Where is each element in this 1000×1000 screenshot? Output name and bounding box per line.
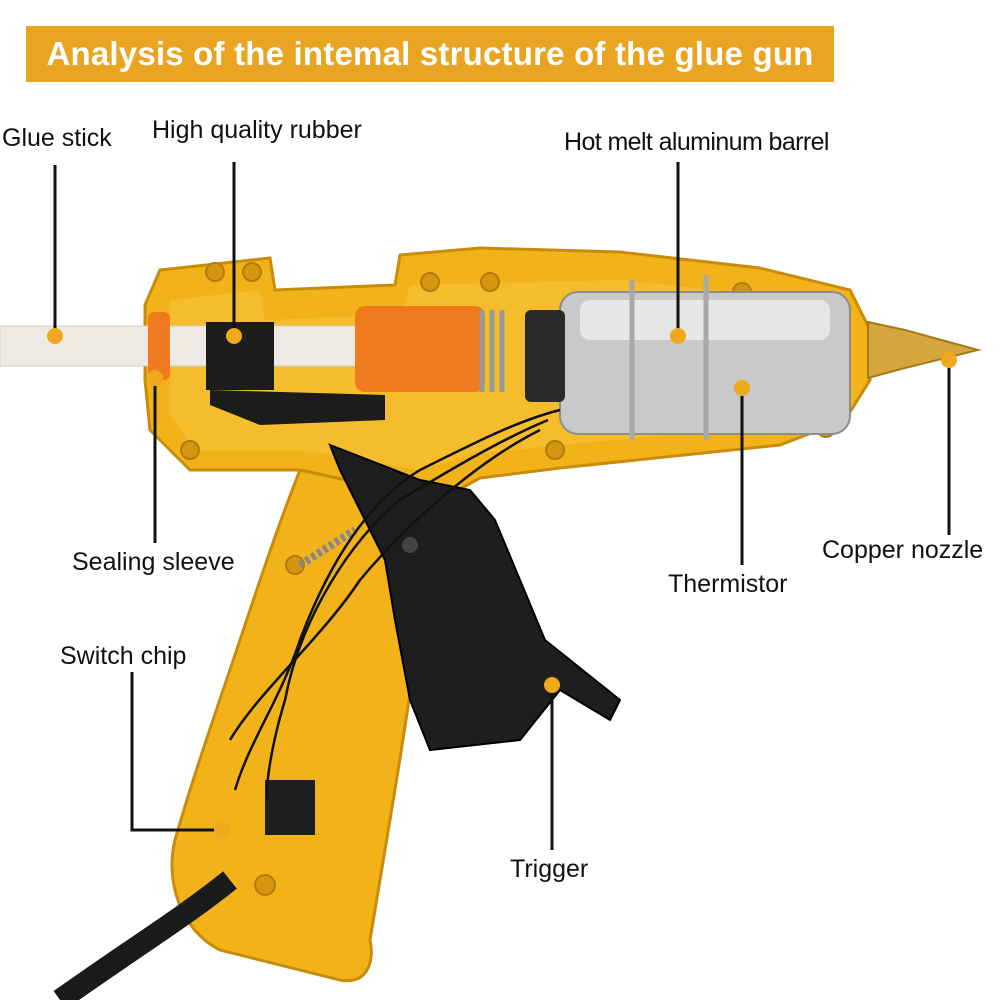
label-thermistor: Thermistor [668, 570, 788, 598]
sealing-sleeve [148, 312, 170, 380]
label-switch-chip: Switch chip [60, 642, 187, 670]
leader-lines [53, 162, 951, 850]
dot-thermistor [734, 380, 750, 396]
label-glue-stick: Glue stick [2, 124, 112, 152]
dot-sealing-sleeve [147, 370, 163, 386]
internal-wires [228, 408, 561, 801]
dot-copper-nozzle [941, 352, 957, 368]
trigger [328, 443, 622, 752]
dot-trigger [544, 677, 560, 693]
copper-nozzle [867, 320, 982, 380]
gun-handle-shell [170, 468, 442, 983]
marker-dots [47, 328, 957, 838]
label-copper-nozzle: Copper nozzle [822, 536, 984, 564]
label-hot-melt-barrel: Hot melt aluminum barrel [564, 128, 829, 156]
dot-switch-chip [214, 822, 230, 838]
trigger-spring [297, 526, 358, 569]
spring [479, 310, 505, 392]
page-title: Analysis of the intemal structure of the… [46, 35, 814, 72]
label-sealing-sleeve: Sealing sleeve [72, 548, 235, 576]
orange-inlet [355, 306, 485, 392]
dot-rubber [226, 328, 242, 344]
switch-chip [265, 780, 315, 835]
barrel-seal [525, 310, 565, 402]
label-trigger: Trigger [510, 855, 589, 883]
power-cord [53, 871, 237, 1000]
heater-clips [629, 275, 709, 440]
leader-switch-chip [130, 672, 222, 832]
dot-glue-stick [47, 328, 63, 344]
clamp-lever [210, 390, 385, 425]
trigger-pivot [402, 537, 418, 553]
title-banner: Analysis of the intemal structure of the… [26, 26, 834, 82]
label-high-quality-rubber: High quality rubber [152, 116, 362, 144]
dot-barrel [670, 328, 686, 344]
